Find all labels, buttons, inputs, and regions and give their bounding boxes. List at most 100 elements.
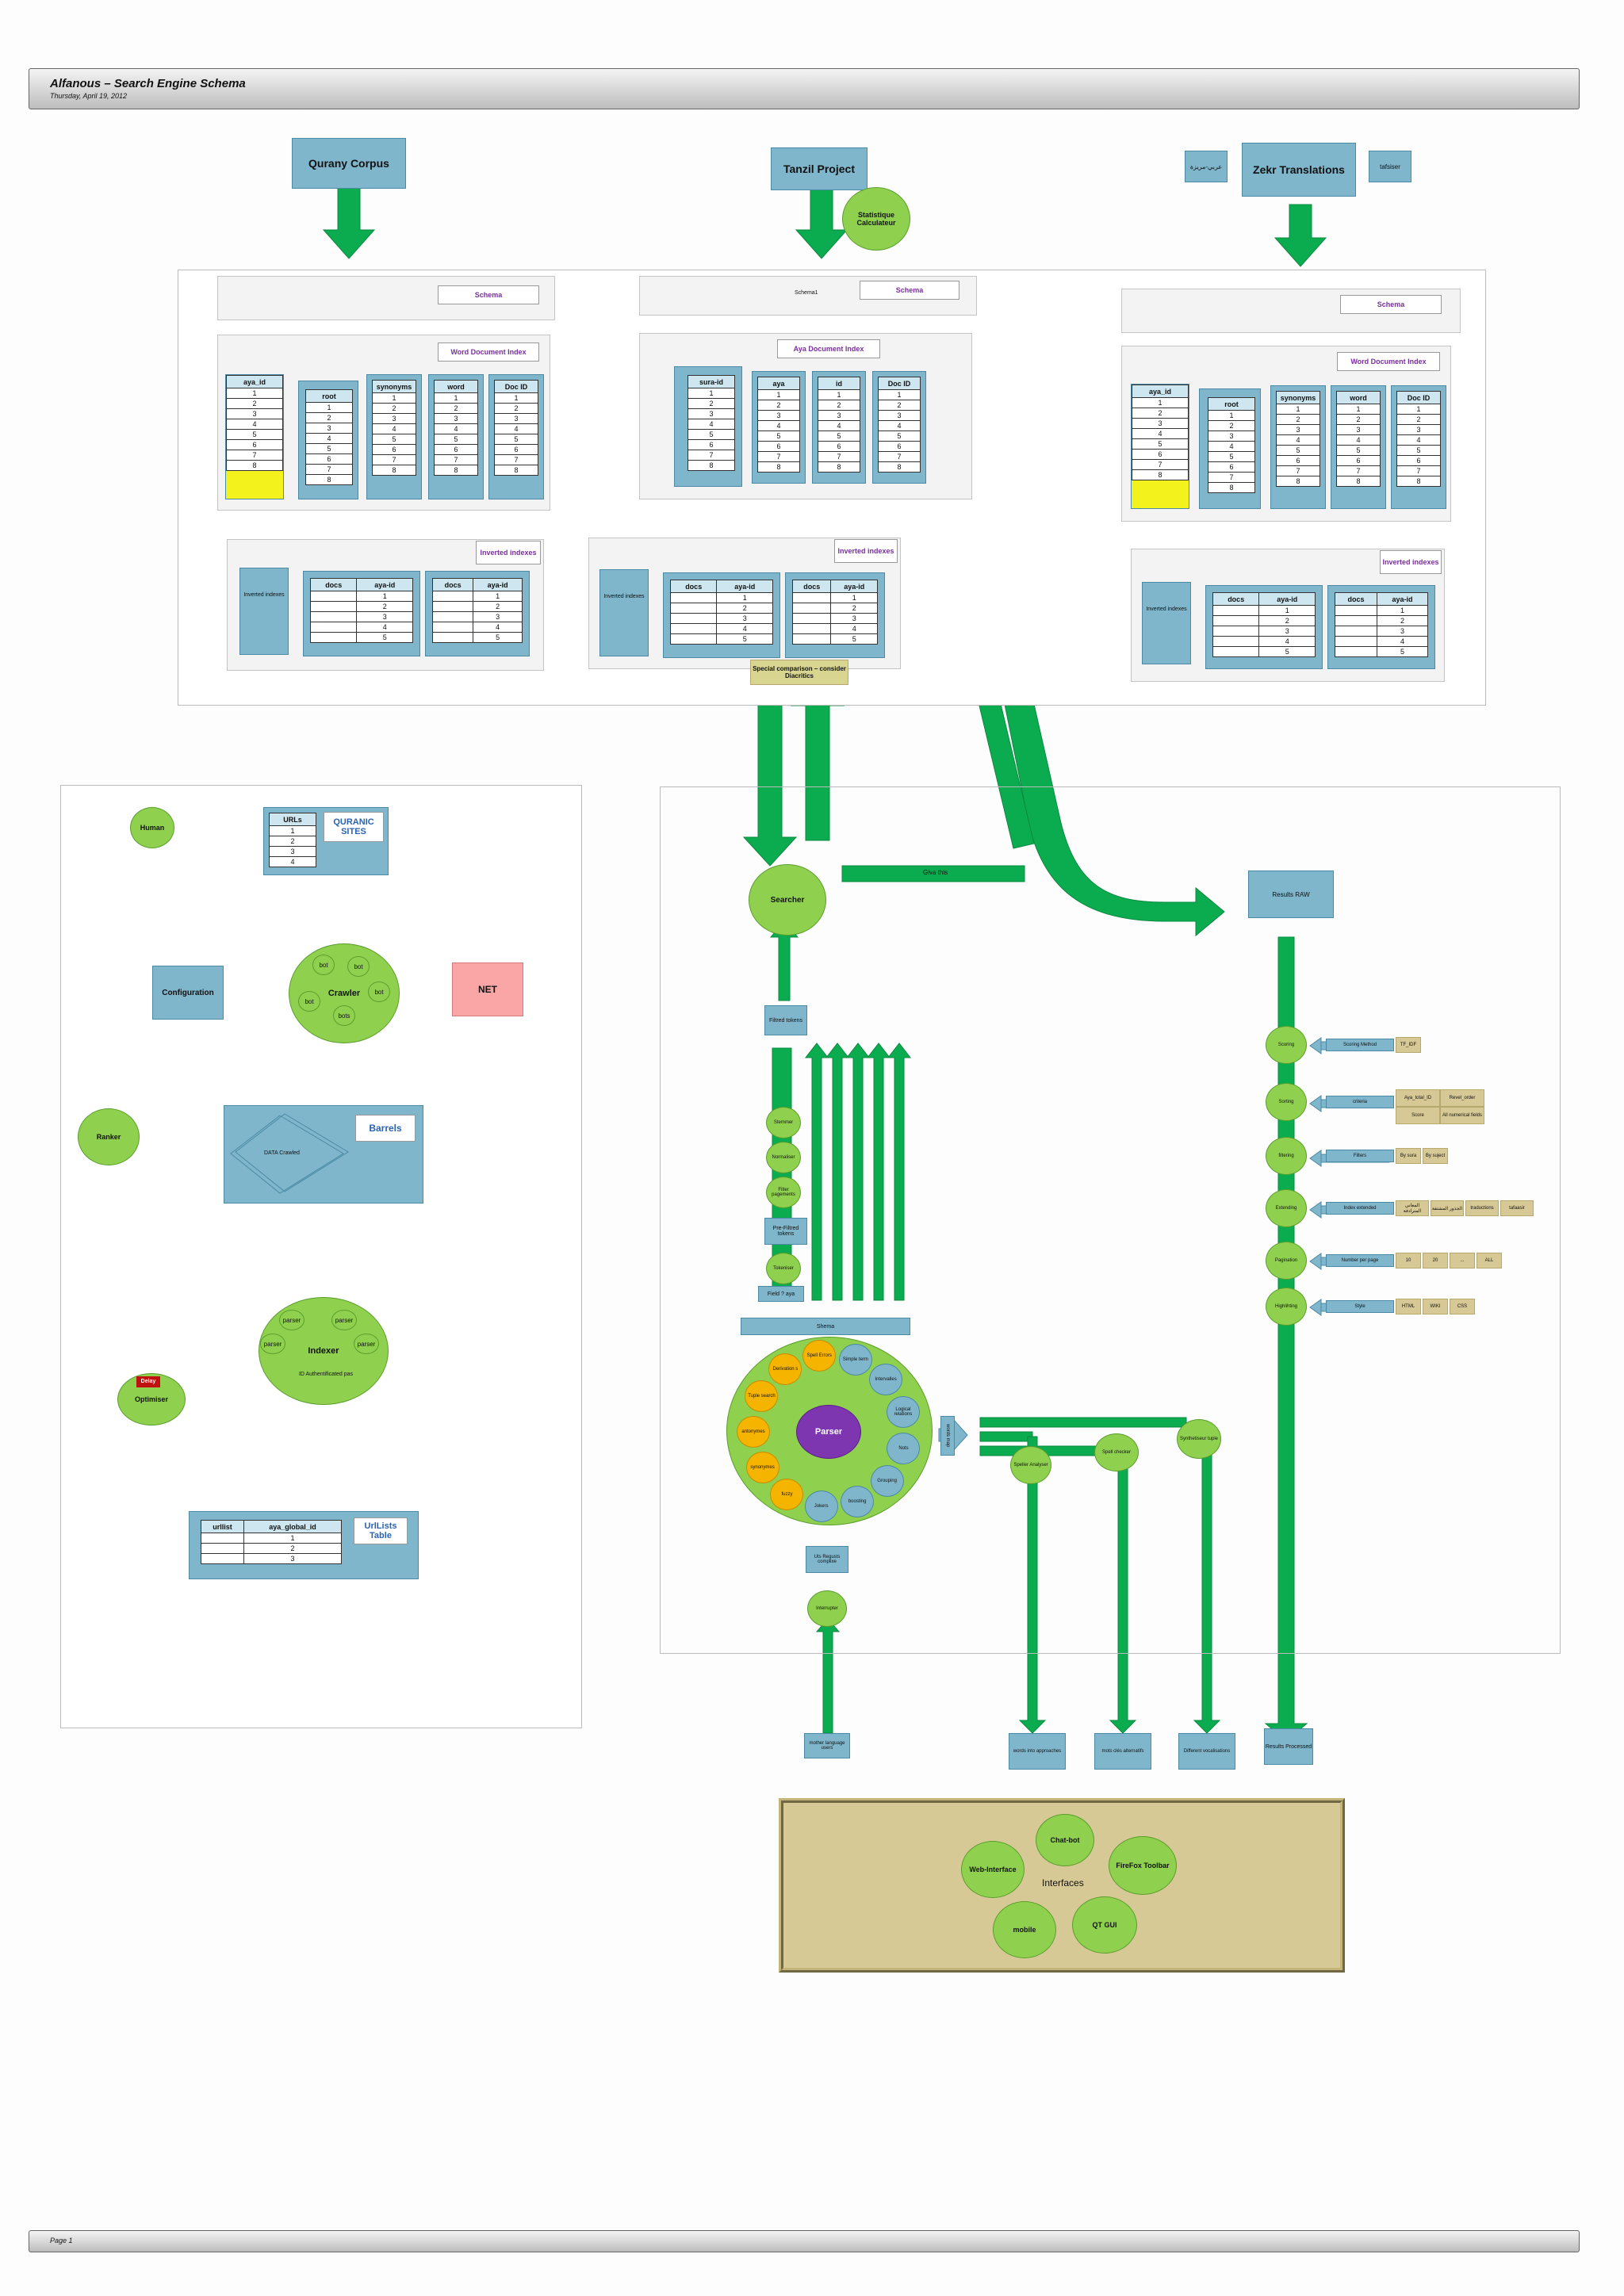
firefox-toolbar-circle[interactable]: FireFox Toolbar bbox=[1109, 1836, 1177, 1895]
parser-ring-item: synonymes bbox=[745, 1451, 779, 1483]
inverted-label-right: Inverted indexes bbox=[1380, 550, 1442, 574]
data-diamond bbox=[230, 1113, 349, 1194]
stemmer-circle: Stemmer bbox=[766, 1107, 801, 1138]
web-interface-circle[interactable]: Web-Interface bbox=[961, 1841, 1025, 1898]
parser-ring-item: antonymes bbox=[737, 1416, 770, 1448]
analyser-2: Spell checker bbox=[1094, 1433, 1139, 1471]
search-panel bbox=[660, 786, 1561, 1654]
schema-label-mid: Schema bbox=[860, 281, 959, 300]
inverted-label-left: Inverted indexes bbox=[476, 541, 541, 564]
crawler-label: Crawler bbox=[327, 989, 361, 998]
normaliser-circle: Normaliser bbox=[766, 1142, 801, 1173]
post-option: 20 bbox=[1423, 1253, 1448, 1269]
word-index-label-right: Word Document Index bbox=[1337, 352, 1440, 371]
post-step-circle[interactable]: Extending bbox=[1266, 1189, 1307, 1227]
page-title: Alfanous – Search Engine Schema bbox=[50, 77, 246, 90]
inverted-stack-left: Inverted indexes bbox=[239, 568, 289, 655]
parser-sub-3: parser bbox=[260, 1334, 285, 1354]
output-1: words into approaches bbox=[1009, 1733, 1066, 1770]
optimiser-label: Optimiser bbox=[134, 1395, 168, 1403]
parser-ring-item: Spell Errors bbox=[802, 1339, 837, 1372]
page-date: Thursday, April 19, 2012 bbox=[50, 92, 128, 100]
post-step-label: Number per page bbox=[1326, 1254, 1394, 1267]
zekr-left-box: عربي-مريزة bbox=[1185, 151, 1228, 182]
parser-sub-2: parser bbox=[331, 1310, 357, 1330]
schema-label-left: Schema bbox=[438, 285, 539, 304]
statistique-circle[interactable]: Statistique Calculateur bbox=[842, 187, 910, 251]
mother-language-box: mother language users bbox=[804, 1733, 850, 1758]
tanzil-project-box[interactable]: Tanzil Project bbox=[771, 147, 868, 190]
post-option: WIKI bbox=[1423, 1299, 1448, 1314]
qurany-corpus-box[interactable]: Qurany Corpus bbox=[292, 138, 406, 189]
human-circle[interactable]: Human bbox=[130, 807, 174, 848]
post-step-label: Index extended bbox=[1326, 1202, 1394, 1215]
post-option: All numerical fields bbox=[1440, 1107, 1484, 1124]
parser-sub-1: parser bbox=[279, 1310, 304, 1330]
interfaces-title: Interfaces bbox=[1042, 1877, 1084, 1888]
post-step-label: Style bbox=[1326, 1300, 1394, 1313]
post-option: TF_IDF bbox=[1396, 1037, 1421, 1053]
ranker-circle[interactable]: Ranker bbox=[78, 1108, 140, 1165]
interrupter-circle[interactable]: Interrupter bbox=[807, 1590, 847, 1627]
post-option: ALL bbox=[1477, 1253, 1502, 1269]
crawler-bot-4: bot bbox=[298, 991, 320, 1012]
mobile-circle[interactable]: mobile bbox=[993, 1901, 1056, 1958]
post-step-label: criteria bbox=[1326, 1096, 1394, 1108]
post-option: By suject bbox=[1423, 1148, 1448, 1164]
parser-ring-item: Grouping bbox=[870, 1464, 904, 1497]
chat-bot-circle[interactable]: Chat-bot bbox=[1036, 1814, 1094, 1866]
urllists-label: UrlLists Table bbox=[354, 1517, 408, 1544]
post-step-circle[interactable]: filtering bbox=[1266, 1137, 1307, 1175]
parser-ring-item: boosting bbox=[841, 1486, 875, 1518]
page-number: Page 1 bbox=[50, 2237, 73, 2244]
qt-gui-circle[interactable]: QT GUI bbox=[1072, 1896, 1137, 1954]
guess-label: Giva this bbox=[923, 869, 948, 876]
crawler-bot-1: bot bbox=[312, 955, 335, 975]
barrels-label: Barrels bbox=[355, 1115, 416, 1142]
results-raw-box: Results RAW bbox=[1248, 871, 1334, 918]
post-option: traductions bbox=[1465, 1200, 1499, 1216]
parser-ring-item: Nots bbox=[887, 1432, 921, 1464]
field-aya-box: Field ? aya bbox=[758, 1286, 804, 1302]
word-map-box: words map bbox=[940, 1416, 955, 1456]
zekr-right-box: tafsiser bbox=[1369, 151, 1411, 182]
data-crawled-label: DATA Crawled bbox=[264, 1150, 300, 1156]
quranic-sites-label: QURANIC SITES bbox=[324, 812, 384, 842]
post-step-label: Scoring Method bbox=[1326, 1039, 1394, 1051]
auth-label: ID Authentificated pas bbox=[298, 1372, 354, 1377]
net-box[interactable]: NET bbox=[452, 962, 523, 1016]
parser-core-circle[interactable]: Parser bbox=[796, 1405, 861, 1459]
inverted-label-mid: Inverted indexes bbox=[834, 539, 898, 563]
configuration-box[interactable]: Configuration bbox=[152, 966, 224, 1020]
post-step-circle[interactable]: Sorting bbox=[1266, 1083, 1307, 1121]
searcher-circle[interactable]: Searcher bbox=[749, 864, 826, 936]
post-option: By sura bbox=[1396, 1148, 1421, 1164]
post-step-circle[interactable]: Pagination bbox=[1266, 1242, 1307, 1280]
pre-filtred-box: Pre-Filtred tokens bbox=[764, 1218, 807, 1245]
parser-ring-item: Logical relations bbox=[886, 1395, 920, 1428]
post-step-label: Filters bbox=[1326, 1150, 1394, 1162]
output-2: mots clés alternatifs bbox=[1094, 1733, 1151, 1770]
zekr-translations-box[interactable]: Zekr Translations bbox=[1242, 143, 1356, 197]
word-index-label-left: Word Document Index bbox=[438, 342, 539, 362]
post-option: Score bbox=[1396, 1107, 1440, 1124]
uts-box: Uts Regusts complixe bbox=[806, 1546, 848, 1573]
analyser-3: Synthetiseur tuple bbox=[1177, 1419, 1221, 1459]
output-3: Different vocalisations bbox=[1178, 1733, 1235, 1770]
crawler-bot-5: bots bbox=[333, 1005, 355, 1026]
post-step-circle[interactable]: Scoring bbox=[1266, 1026, 1307, 1064]
post-option: الجذور المشتقة bbox=[1431, 1200, 1464, 1216]
indexer-label: Indexer bbox=[308, 1346, 339, 1356]
post-step-circle[interactable]: Highlihting bbox=[1266, 1288, 1307, 1326]
shema-bar: Shema bbox=[741, 1318, 910, 1335]
